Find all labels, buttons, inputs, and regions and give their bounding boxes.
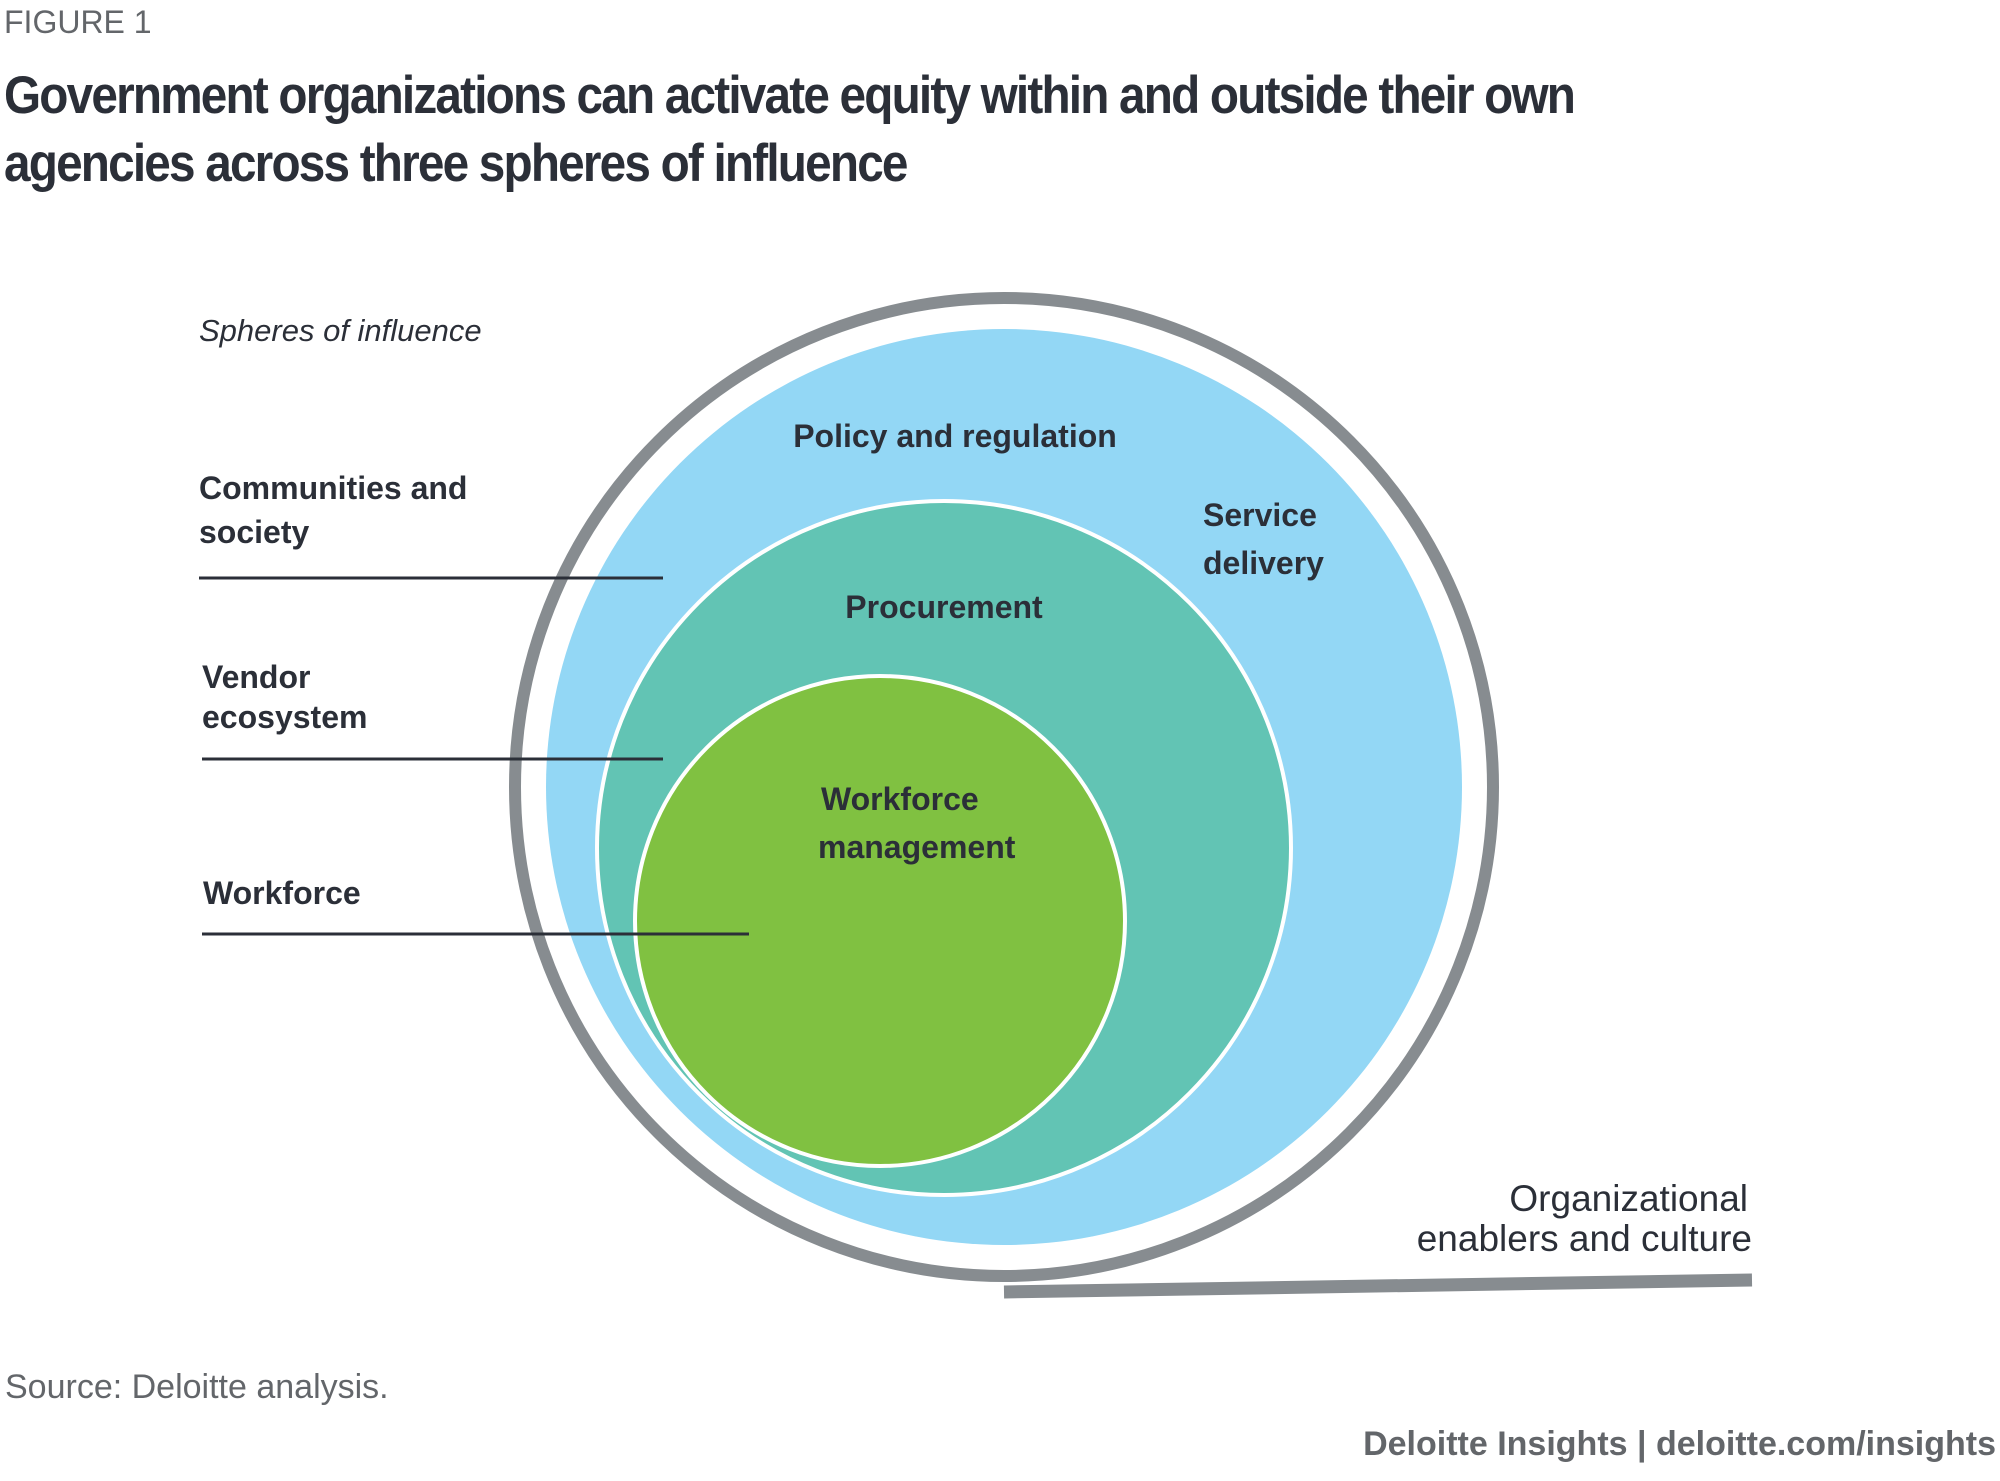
label-service: Service <box>1203 497 1317 533</box>
label-delivery: delivery <box>1203 545 1324 581</box>
ring-label-1: Organizational <box>1509 1178 1748 1219</box>
sphere-label-communities-2: society <box>199 514 309 550</box>
label-workforce: Workforce <box>821 781 979 817</box>
title-line-2: agencies across three spheres of influen… <box>4 134 908 193</box>
figure-title: Government organizations can activate eq… <box>4 62 1804 198</box>
sphere-label-vendor-1: Vendor <box>202 659 310 695</box>
sphere-label-workforce: Workforce <box>203 875 361 911</box>
figure-label: FIGURE 1 <box>4 4 152 40</box>
sphere-label-communities-1: Communities and <box>199 470 467 506</box>
legend-heading: Spheres of influence <box>199 313 482 348</box>
label-policy-regulation: Policy and regulation <box>793 418 1117 454</box>
credit-line: Deloitte Insights | deloitte.com/insight… <box>1363 1425 1996 1463</box>
source-note: Source: Deloitte analysis. <box>5 1368 389 1406</box>
organizational-ring-tail <box>1003 1273 1753 1299</box>
sphere-label-vendor-2: ecosystem <box>202 699 367 735</box>
label-management: management <box>818 829 1016 865</box>
label-procurement: Procurement <box>845 589 1043 625</box>
ring-label-2: enablers and culture <box>1417 1218 1752 1259</box>
title-line-1: Government organizations can activate eq… <box>4 66 1576 125</box>
circle-workforce-management <box>633 674 1127 1168</box>
